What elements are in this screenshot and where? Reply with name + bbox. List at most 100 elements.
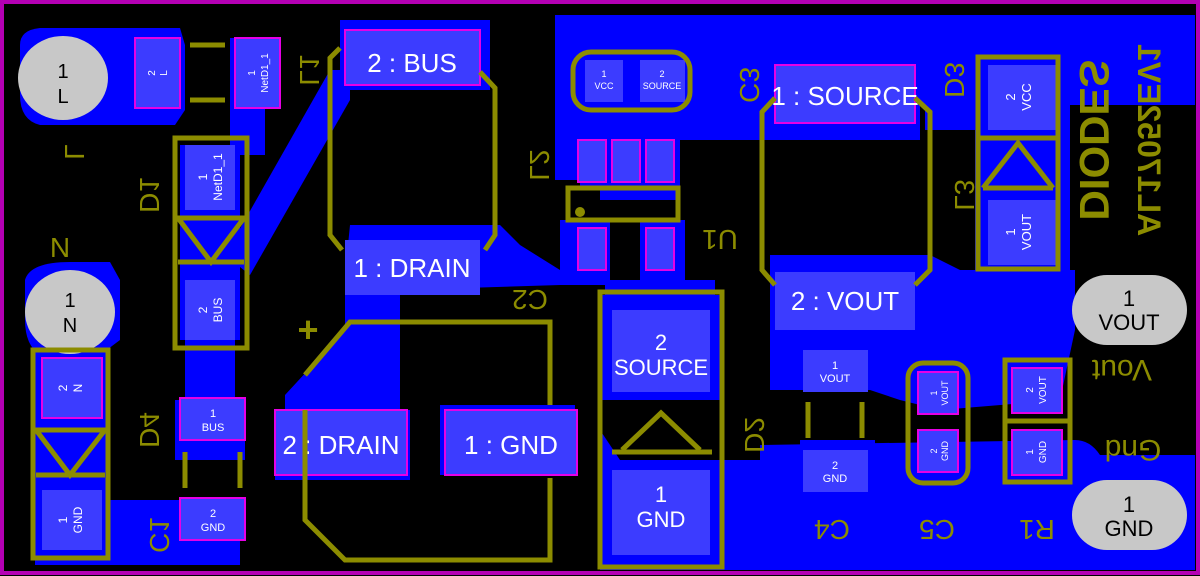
svg-text:2 : VOUT: 2 : VOUT (791, 286, 899, 316)
pad-l2-drain[interactable]: 1 : DRAIN (345, 240, 480, 295)
svg-text:GND: GND (71, 506, 85, 533)
designator-c5: C5 (919, 514, 955, 545)
pad-c2-gnd[interactable]: 1 : GND (444, 409, 578, 476)
svg-text:GND: GND (940, 441, 950, 462)
pad-d3-2[interactable]: 2 VCC (988, 65, 1058, 130)
silk-label-plus: + (297, 309, 318, 350)
svg-text:1 : SOURCE: 1 : SOURCE (771, 81, 918, 111)
designator-l2: L2 (524, 149, 555, 180)
svg-text:GND: GND (1038, 441, 1049, 463)
svg-text:BUS: BUS (211, 298, 225, 323)
connector-gnd-num: 1 (1123, 492, 1135, 517)
svg-text:VOUT: VOUT (1019, 214, 1034, 250)
svg-text:1 : GND: 1 : GND (464, 430, 558, 460)
designator-c1: C1 (144, 517, 175, 553)
svg-text:2: 2 (147, 70, 158, 76)
svg-text:2 : DRAIN: 2 : DRAIN (282, 430, 399, 460)
pad-c4-1[interactable]: 1 VOUT (803, 350, 868, 392)
svg-text:NetD1_1: NetD1_1 (260, 53, 271, 93)
svg-text:GND: GND (823, 473, 848, 485)
silk-label-n: N (50, 232, 70, 263)
connector-n-num: 1 (64, 290, 75, 312)
svg-text:2: 2 (1025, 387, 1036, 393)
svg-text:1: 1 (56, 516, 70, 523)
pad-c5-1[interactable]: 1 VOUT (917, 371, 959, 415)
designator-c2: C2 (512, 284, 548, 315)
svg-text:1: 1 (655, 482, 667, 507)
connector-n[interactable]: 1 N (25, 270, 115, 354)
designator-d1: D1 (134, 177, 165, 213)
svg-text:2: 2 (56, 384, 70, 391)
svg-text:1: 1 (196, 173, 210, 180)
svg-text:2: 2 (659, 69, 664, 79)
pad-l3-source[interactable]: 1 : SOURCE (771, 64, 919, 124)
u1-pins (577, 139, 675, 271)
svg-text:2: 2 (655, 330, 667, 355)
pad-l3-vout[interactable]: 2 : VOUT (775, 272, 915, 330)
svg-text:1: 1 (601, 69, 606, 79)
svg-text:SOURCE: SOURCE (643, 81, 682, 91)
pad-c3-2[interactable]: 2 SOURCE (640, 60, 685, 102)
connector-vout-net: VOUT (1098, 310, 1159, 335)
svg-text:VOUT: VOUT (1038, 376, 1049, 404)
svg-text:L: L (159, 70, 170, 76)
designator-u1: U1 (702, 224, 738, 255)
pad-l1-2[interactable]: 2 L (134, 37, 181, 109)
svg-text:2: 2 (832, 460, 838, 472)
pad-d4-1[interactable]: 1 GND (42, 490, 102, 550)
svg-text:2: 2 (210, 508, 216, 520)
pad-l2-bus[interactable]: 2 : BUS (344, 29, 481, 86)
silk-label-vout: Vout (1091, 353, 1152, 386)
pad-r1-2[interactable]: 2 VOUT (1011, 367, 1063, 414)
svg-text:1: 1 (929, 390, 939, 395)
pad-d1-1[interactable]: 1 NetD1_1 (185, 145, 235, 210)
svg-text:BUS: BUS (202, 422, 225, 434)
pad-d2-1[interactable]: 1 GND (612, 470, 710, 555)
designator-r1: R1 (1019, 514, 1055, 545)
pad-d2-2[interactable]: 2 SOURCE (612, 310, 710, 392)
svg-text:GND: GND (201, 522, 226, 534)
svg-text:N: N (71, 384, 85, 393)
designator-d4: D4 (134, 412, 165, 448)
pad-r1-1[interactable]: 1 GND (1011, 429, 1063, 476)
svg-text:1: 1 (1003, 228, 1018, 235)
pad-d1-2[interactable]: 2 BUS (185, 280, 235, 340)
silk-labels: L N Vout Gnd + DIODES AL17052EV1 (50, 44, 1167, 466)
pad-c2-drain[interactable]: 2 : DRAIN (274, 409, 408, 476)
pad-c1-1[interactable]: 1 BUS (179, 397, 246, 441)
svg-text:2 : BUS: 2 : BUS (367, 48, 457, 78)
svg-text:1: 1 (210, 408, 216, 420)
brand-line2: AL17052EV1 (1131, 44, 1167, 236)
designator-d2: D2 (739, 417, 770, 453)
pad-l1-1[interactable]: 1 NetD1_1 (234, 37, 281, 109)
designator-d3: D3 (939, 62, 970, 98)
svg-text:VCC: VCC (594, 81, 614, 91)
connector-vout[interactable]: 1 VOUT (1072, 275, 1187, 345)
svg-text:VOUT: VOUT (940, 380, 950, 406)
brand-line1: DIODES (1071, 59, 1118, 220)
pad-d3-1[interactable]: 1 VOUT (988, 200, 1058, 265)
connector-l[interactable]: 1 L (18, 36, 108, 120)
pad-d4-2[interactable]: 2 N (41, 357, 103, 419)
pad-c5-2[interactable]: 2 GND (917, 429, 959, 473)
svg-text:NetD1_1: NetD1_1 (211, 153, 225, 201)
pad-c3-1[interactable]: 1 VCC (585, 60, 623, 102)
svg-text:VCC: VCC (1019, 83, 1034, 110)
connector-gnd[interactable]: 1 GND (1072, 480, 1187, 550)
designators: L1 D1 D4 C1 C2 C3 L2 U1 D2 D3 L3 C4 C5 R… (134, 54, 1055, 552)
silkscreen-layer (30, 42, 1073, 570)
silk-label-l: L (59, 144, 90, 160)
svg-text:1: 1 (1025, 449, 1036, 455)
designator-c4: C4 (814, 514, 850, 545)
svg-text:SOURCE: SOURCE (614, 355, 708, 380)
svg-text:VOUT: VOUT (820, 373, 851, 385)
pad-c1-2[interactable]: 2 GND (179, 497, 246, 541)
svg-text:2: 2 (1003, 93, 1018, 100)
pad-c4-2[interactable]: 2 GND (803, 450, 868, 492)
designator-l3: L3 (949, 179, 980, 210)
connector-n-net: N (63, 315, 77, 337)
designator-l1: L1 (294, 54, 325, 85)
connector-gnd-net: GND (1105, 516, 1154, 541)
